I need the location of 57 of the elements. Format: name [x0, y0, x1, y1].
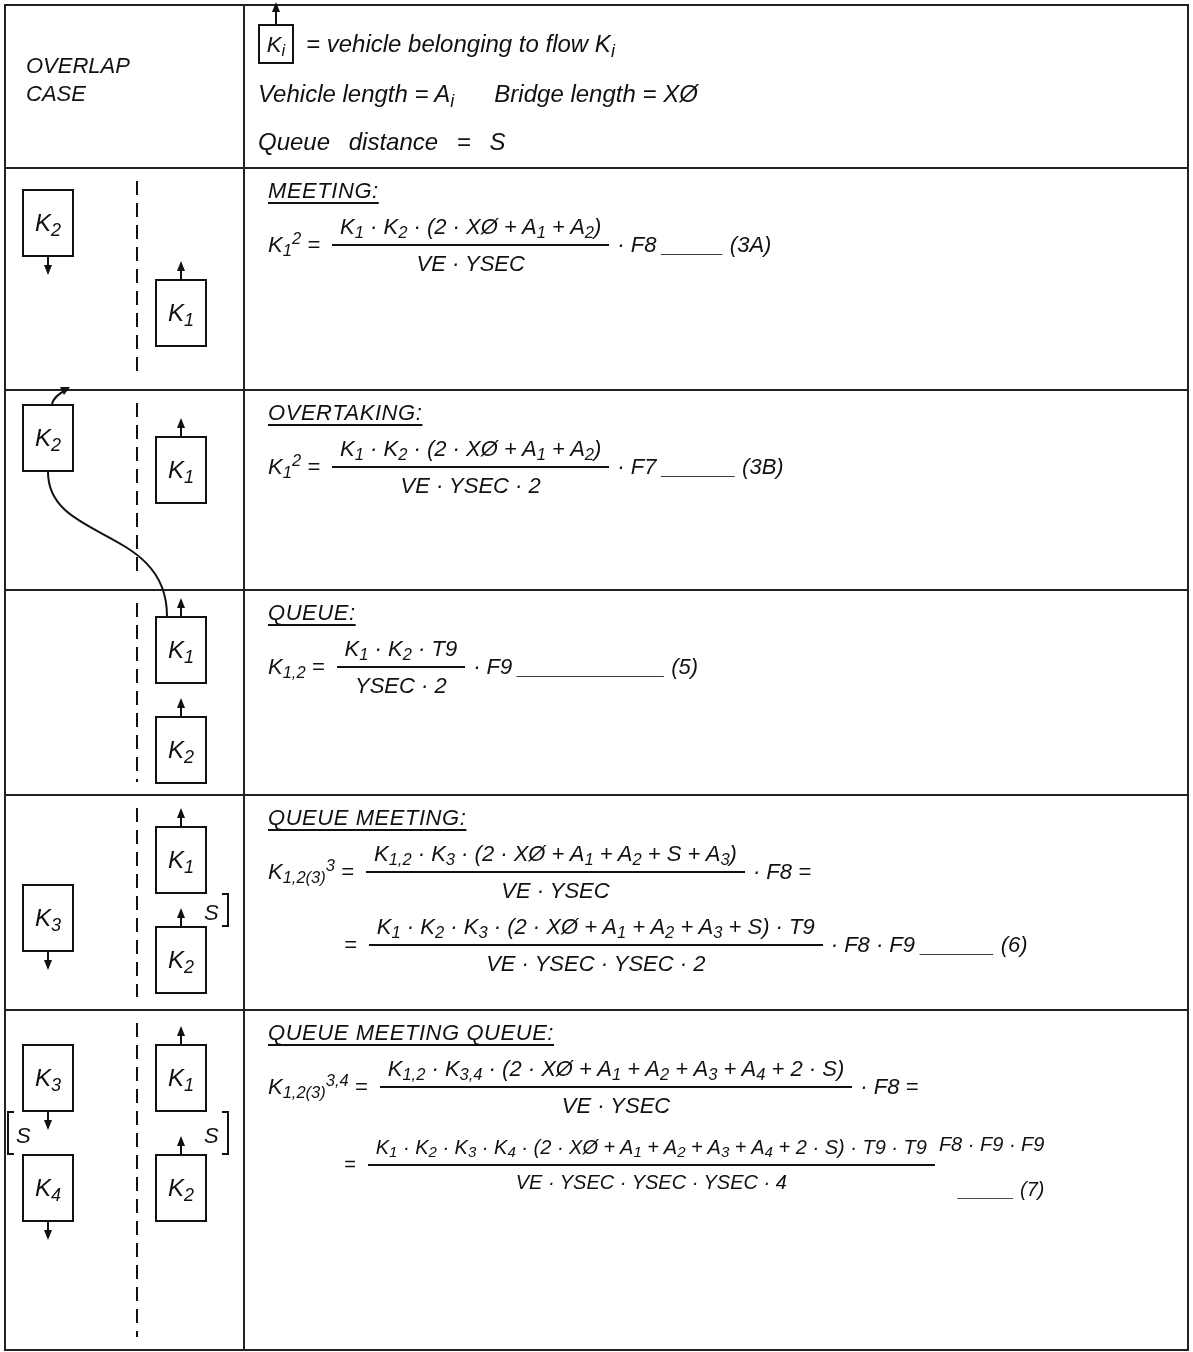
case-heading: MEETING:: [268, 177, 380, 205]
definition-text: Queue distance = S: [258, 127, 507, 157]
formula-tail: F8 · F9 · F9: [938, 1131, 1045, 1157]
formula-numerator: K$_{1}$ · K$_{2}$ · (2 · XØ + A$_{1}$ + A$_{2}$): [339, 434, 603, 462]
formula-numerator: K$_{1}$ · K$_{2}$ · (2 · XØ + A$_{1}$ + A$_{2}$): [339, 212, 603, 240]
vehicle-box: K$_{3}$: [22, 1044, 74, 1112]
vehicle-box: K$_{2}$: [22, 189, 74, 257]
case-heading: OVERTAKING:: [268, 399, 424, 427]
formula-denominator: VE · YSEC: [560, 1092, 672, 1120]
formula-lhs: =: [344, 931, 357, 959]
vehicle-box: K$_{2}$: [22, 404, 74, 472]
vehicle-box: K$_{1}$: [155, 1044, 207, 1112]
column-heading: OVERLAP CASE: [26, 53, 130, 106]
formula-lhs: K$_{1}$$^{2}$ =: [268, 453, 321, 481]
formula-lhs: K$_{1,2(3)}$$^{3}$ =: [268, 858, 354, 886]
vehicle-box: K$_{1}$: [155, 826, 207, 894]
vehicle-box: K$_{4}$: [22, 1154, 74, 1222]
formula-tail: · F9 ____________ (5): [473, 653, 699, 681]
equation-number: _____ (7): [958, 1176, 1045, 1202]
formula-tail: · F8 =: [752, 858, 811, 886]
definition-text: Bridge length = XØ: [494, 79, 698, 109]
formula-tail: · F8 · F9 ______ (6): [830, 931, 1028, 959]
formula-lhs: K$_{1,2}$ =: [268, 653, 325, 681]
vehicle-box: K$_{2}$: [155, 716, 207, 784]
formula-denominator: YSEC · 2: [354, 672, 448, 700]
trajectory-line: [47, 471, 168, 617]
definition-text: Vehicle length = A$_{i}$: [258, 79, 455, 112]
vehicle-box: K$_{i}$: [258, 24, 294, 64]
vehicle-box: K$_{1}$: [155, 436, 207, 504]
formula-numerator: K$_{1,2}$ · K$_{3,4}$ · (2 · XØ + A$_{1}$ + A$_{2}$ + A$_{3}$ + A$_{4}$ + 2 · S): [386, 1054, 846, 1082]
formula-tail: · F8 _____ (3A): [617, 231, 772, 259]
case-heading: QUEUE:: [268, 599, 357, 627]
case-heading: QUEUE MEETING QUEUE:: [268, 1019, 556, 1047]
formula-lhs: K$_{1,2(3)}$$^{3,4}$ =: [268, 1073, 368, 1101]
case-heading: QUEUE MEETING:: [268, 804, 468, 832]
formula-numerator: K$_{1,2}$ · K$_{3}$ · (2 · XØ + A$_{1}$ + A$_{2}$ + S + A$_{3}$): [372, 839, 738, 867]
formula-lhs: K$_{1}$$^{2}$ =: [268, 231, 321, 259]
vehicle-box: K$_{1}$: [155, 279, 207, 347]
formula-denominator: VE · YSEC · YSEC · YSEC · 4: [514, 1169, 788, 1195]
formula-denominator: VE · YSEC · 2: [399, 472, 542, 500]
dimension-label: S: [204, 900, 219, 925]
formula-denominator: VE · YSEC: [500, 877, 611, 905]
formula-tail: · F8 =: [860, 1073, 919, 1101]
formula-numerator: K$_{1}$ · K$_{2}$ · K$_{3}$ · K$_{4}$ · (2 · XØ + A$_{1}$ + A$_{2}$ + A$_{3}$ + A$_{4}$ + 2 · S) · T9 · T9: [374, 1134, 928, 1160]
formula-numerator: K$_{1}$ · K$_{2}$ · K$_{3}$ · (2 · XØ + A$_{1}$ + A$_{2}$ + A$_{3}$ + S) · T9: [375, 912, 816, 940]
formula-denominator: VE · YSEC · YSEC · 2: [485, 950, 707, 978]
vehicle-box: K$_{3}$: [22, 884, 74, 952]
formula-lhs: =: [344, 1152, 356, 1177]
dimension-label: S: [204, 1123, 219, 1148]
vehicle-box: K$_{1}$: [155, 616, 207, 684]
formula-denominator: VE · YSEC: [415, 250, 526, 278]
vehicle-box: K$_{2}$: [155, 926, 207, 994]
legend-text: = vehicle belonging to flow K$_{i}$: [306, 29, 615, 62]
formula-tail: · F7 ______ (3B): [617, 453, 784, 481]
vehicle-box: K$_{2}$: [155, 1154, 207, 1222]
formula-numerator: K$_{1}$ · K$_{2}$ · T9: [343, 634, 459, 662]
dimension-label: S: [16, 1123, 31, 1148]
